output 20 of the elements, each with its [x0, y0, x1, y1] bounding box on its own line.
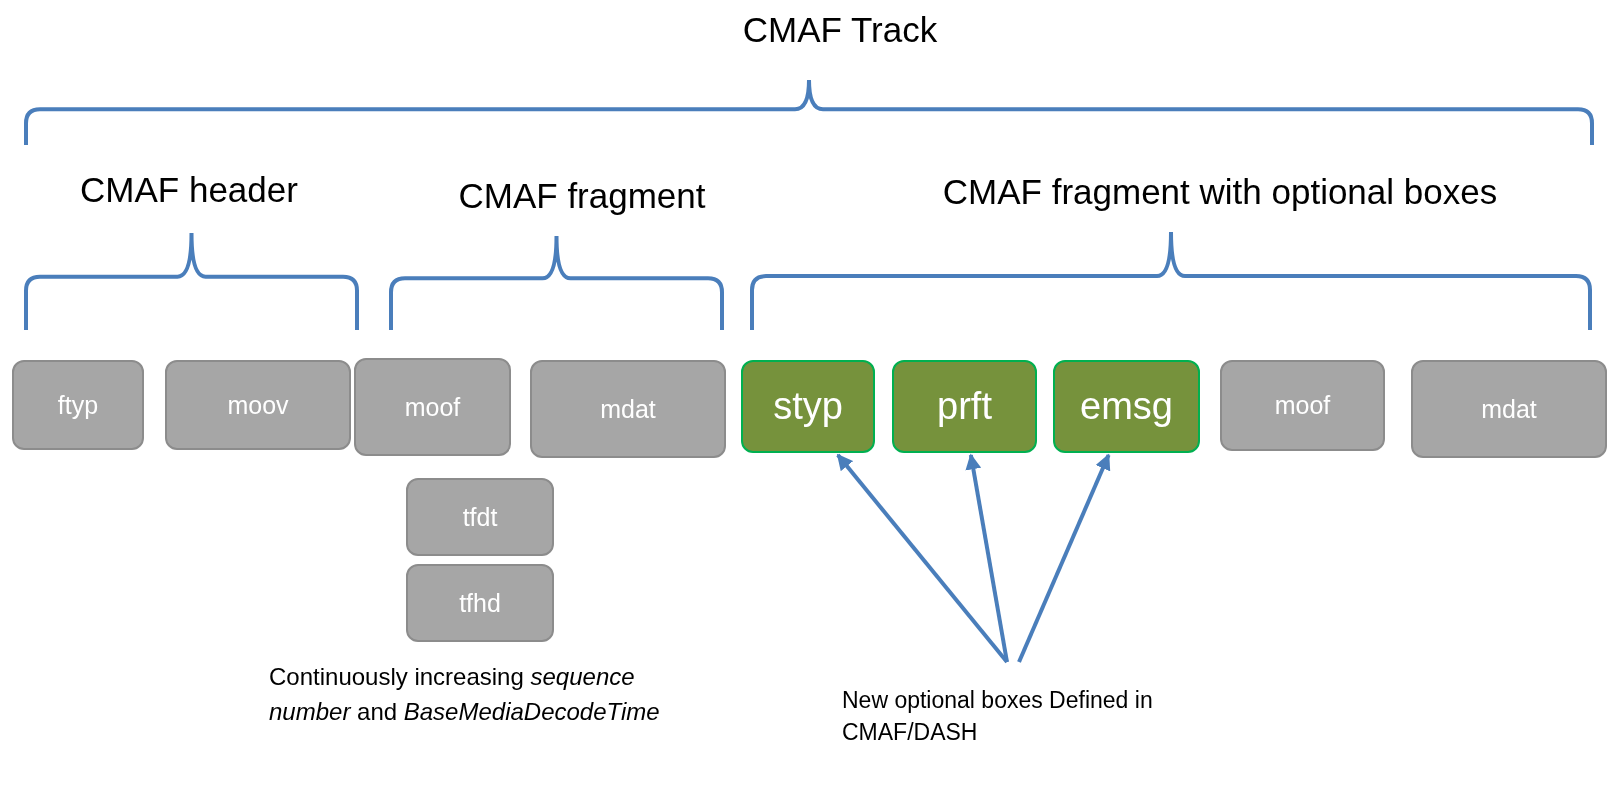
arrow: [836, 453, 1009, 664]
atom-box: moof: [1220, 360, 1385, 451]
note-text: New optional boxes Defined in CMAF/DASH: [842, 684, 1172, 749]
atom-box: tfdt: [406, 478, 554, 556]
atom-box: prft: [892, 360, 1037, 453]
atom-box: emsg: [1053, 360, 1200, 453]
arrow: [965, 453, 1009, 663]
note-text: Continuously increasing sequence number and BaseMediaDecodeTime: [269, 662, 661, 727]
section-heading: CMAF fragment with optional boxes: [942, 172, 1498, 212]
section-heading: CMAF header: [80, 170, 298, 210]
section-heading: CMAF fragment: [458, 176, 706, 216]
atom-box: moof: [354, 358, 511, 456]
title-text: CMAF Track: [742, 10, 938, 50]
atom-box: mdat: [530, 360, 726, 458]
atom-box: tfhd: [406, 564, 554, 642]
atom-box: moov: [165, 360, 351, 450]
arrow: [1017, 453, 1111, 663]
atom-box: styp: [741, 360, 875, 453]
atom-box: ftyp: [12, 360, 144, 450]
atom-box: mdat: [1411, 360, 1607, 458]
